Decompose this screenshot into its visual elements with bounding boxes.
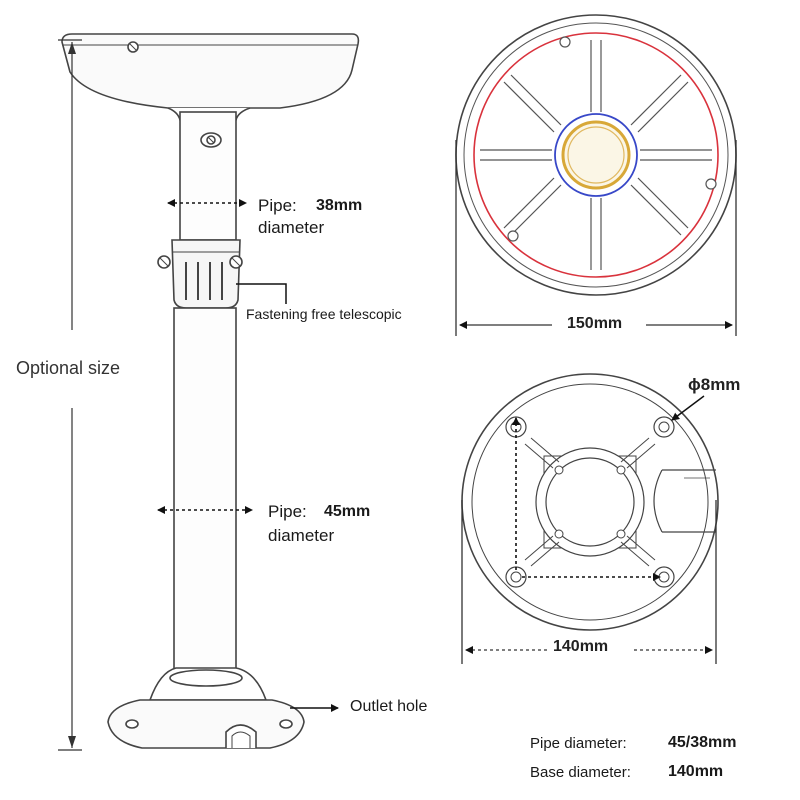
base-plate-view [461,373,719,631]
upper-pipe-diameter-word: diameter [258,218,325,237]
base-width-dimension [461,500,717,664]
top-width-dimension [455,140,737,336]
lower-pipe-value: 45mm [324,503,371,520]
base-diameter-spec-value: 140mm [668,763,724,780]
hole-diameter-leader [671,395,705,421]
lower-pipe-diameter-word: diameter [268,526,335,545]
upper-pipe-value: 38mm [316,197,363,214]
top-width-label: 150mm [567,315,623,332]
pipe-diameter-spec-label: Pipe diameter: [530,735,627,752]
base-width-label: 140mm [553,638,609,655]
optional-size-label: Optional size [16,358,121,378]
telescopic-label: Fastening free telescopic [246,306,402,322]
upper-pipe-label: Pipe: [258,196,297,215]
hole-diameter-label: ϕ8mm [688,375,741,394]
telescopic-leader [236,283,287,304]
top-plate-view [455,14,737,296]
lower-pipe-label: Pipe: [268,502,307,521]
ceiling-bracket-side-view [61,33,360,749]
optional-size-dimension [58,39,82,751]
hole-spacing-arrows [512,417,661,581]
outlet-hole-label: Outlet hole [350,698,428,715]
base-diameter-spec-label: Base diameter: [530,764,631,781]
pipe-diameter-spec-value: 45/38mm [668,734,737,751]
